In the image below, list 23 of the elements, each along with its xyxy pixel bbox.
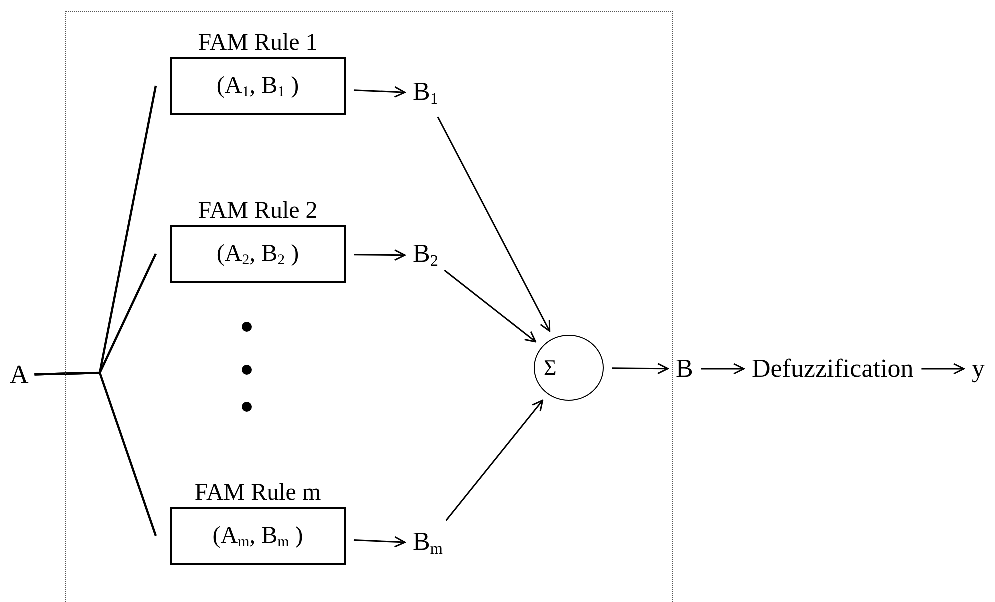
node-label: B$_{2}$ xyxy=(413,239,438,272)
arrow xyxy=(354,536,406,548)
node-label: y xyxy=(972,354,985,384)
node-label: Defuzzification xyxy=(752,354,914,384)
node-label: B$_{1}$ xyxy=(413,77,438,110)
sum-symbol: Σ xyxy=(544,357,557,379)
node-label: B xyxy=(676,354,694,384)
arrow xyxy=(612,363,669,375)
arrow xyxy=(446,400,544,522)
rule-title: FAM Rule m xyxy=(194,479,322,507)
node-label: B$_{m}$ xyxy=(413,527,443,560)
arrow xyxy=(444,270,537,343)
arrow xyxy=(437,116,551,332)
arrow xyxy=(354,86,406,98)
system-frame xyxy=(65,11,673,602)
rule-title: FAM Rule 2 xyxy=(197,197,319,225)
node-label: A xyxy=(10,360,29,390)
summation-circle xyxy=(534,335,604,401)
arrow xyxy=(922,363,965,375)
rule-title: FAM Rule 1 xyxy=(197,29,319,57)
arrow xyxy=(354,250,406,262)
arrow xyxy=(701,363,745,375)
connector-line xyxy=(34,372,158,536)
